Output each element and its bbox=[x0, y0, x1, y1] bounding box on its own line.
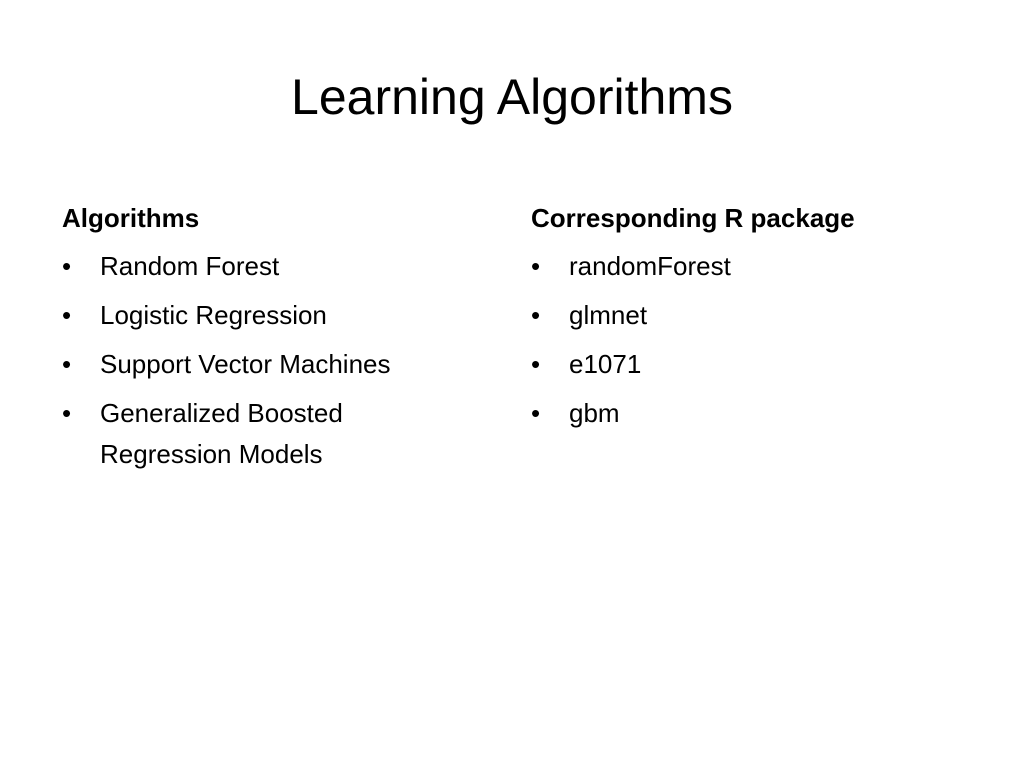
bullet-icon: • bbox=[531, 349, 541, 379]
bullet-icon: • bbox=[62, 398, 72, 428]
list-item-label: Support Vector Machines bbox=[100, 349, 391, 379]
list-item-label: glmnet bbox=[569, 300, 648, 330]
bullet-icon: • bbox=[531, 398, 541, 428]
list-item: • randomForest bbox=[531, 246, 961, 287]
algorithms-column: Algorithms • Random Forest • Logistic Re… bbox=[62, 198, 492, 483]
list-item: • e1071 bbox=[531, 344, 961, 385]
slide-title: Learning Algorithms bbox=[291, 69, 733, 125]
list-item: • Random Forest bbox=[62, 246, 492, 287]
bullet-icon: • bbox=[62, 251, 72, 281]
r-package-column: Corresponding R package • randomForest •… bbox=[531, 198, 961, 442]
list-item: • glmnet bbox=[531, 295, 961, 336]
bullet-icon: • bbox=[62, 300, 72, 330]
list-item-label: Random Forest bbox=[100, 251, 280, 281]
algorithms-list: • Random Forest • Logistic Regression • … bbox=[62, 246, 492, 475]
r-package-list: • randomForest • glmnet • e1071 • gbm bbox=[531, 246, 961, 434]
list-item: • Support Vector Machines bbox=[62, 344, 492, 385]
list-item: • gbm bbox=[531, 393, 961, 434]
algorithms-heading: Algorithms bbox=[62, 203, 200, 233]
list-item-label: e1071 bbox=[569, 349, 642, 379]
bullet-icon: • bbox=[531, 251, 541, 281]
list-item-label: Logistic Regression bbox=[100, 300, 327, 330]
list-item: • Logistic Regression bbox=[62, 295, 492, 336]
r-package-heading: Corresponding R package bbox=[531, 203, 855, 233]
bullet-icon: • bbox=[62, 349, 72, 379]
list-item-label: Generalized Boosted Regression Models bbox=[100, 398, 343, 469]
list-item-label: randomForest bbox=[569, 251, 731, 281]
list-item-label: gbm bbox=[569, 398, 620, 428]
bullet-icon: • bbox=[531, 300, 541, 330]
list-item: • Generalized Boosted Regression Models bbox=[62, 393, 492, 475]
